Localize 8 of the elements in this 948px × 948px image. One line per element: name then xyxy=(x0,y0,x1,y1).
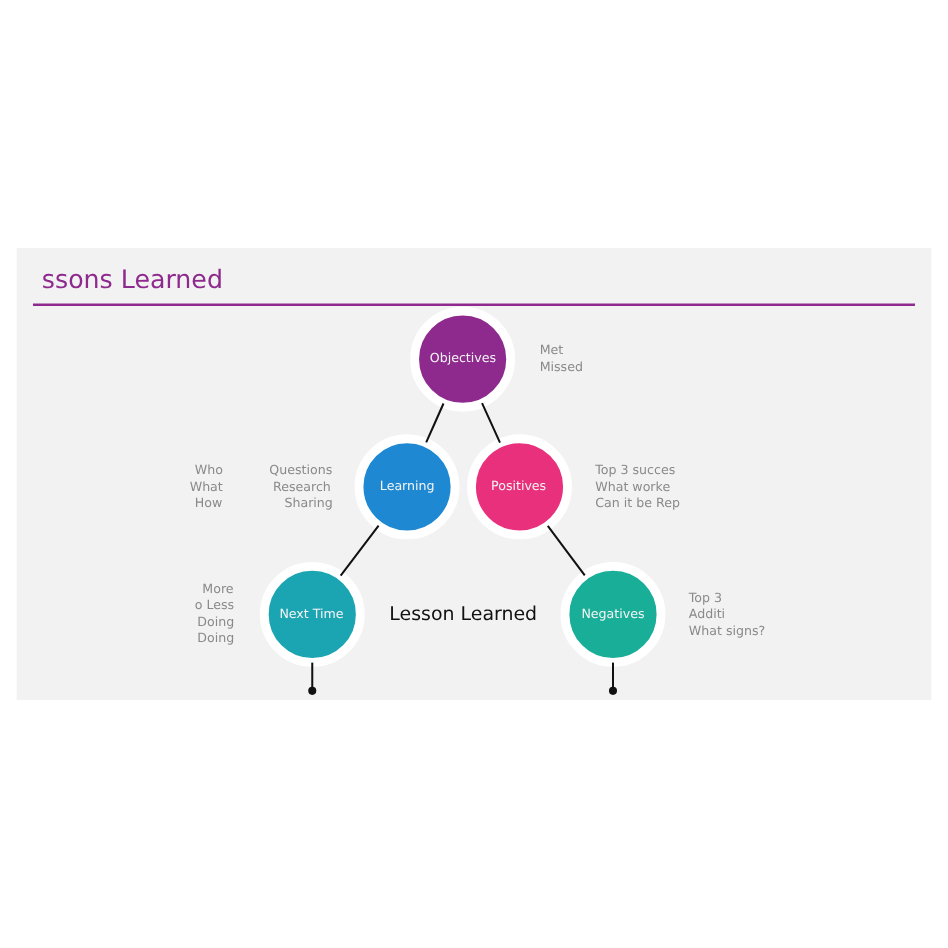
label: Lesson Learned xyxy=(389,603,538,626)
connector xyxy=(547,525,586,577)
connector xyxy=(481,402,501,444)
connector xyxy=(339,525,380,577)
connector xyxy=(425,403,445,443)
diagram-title: ssons Learned xyxy=(41,264,223,295)
connector xyxy=(311,662,314,688)
connector xyxy=(612,662,614,688)
